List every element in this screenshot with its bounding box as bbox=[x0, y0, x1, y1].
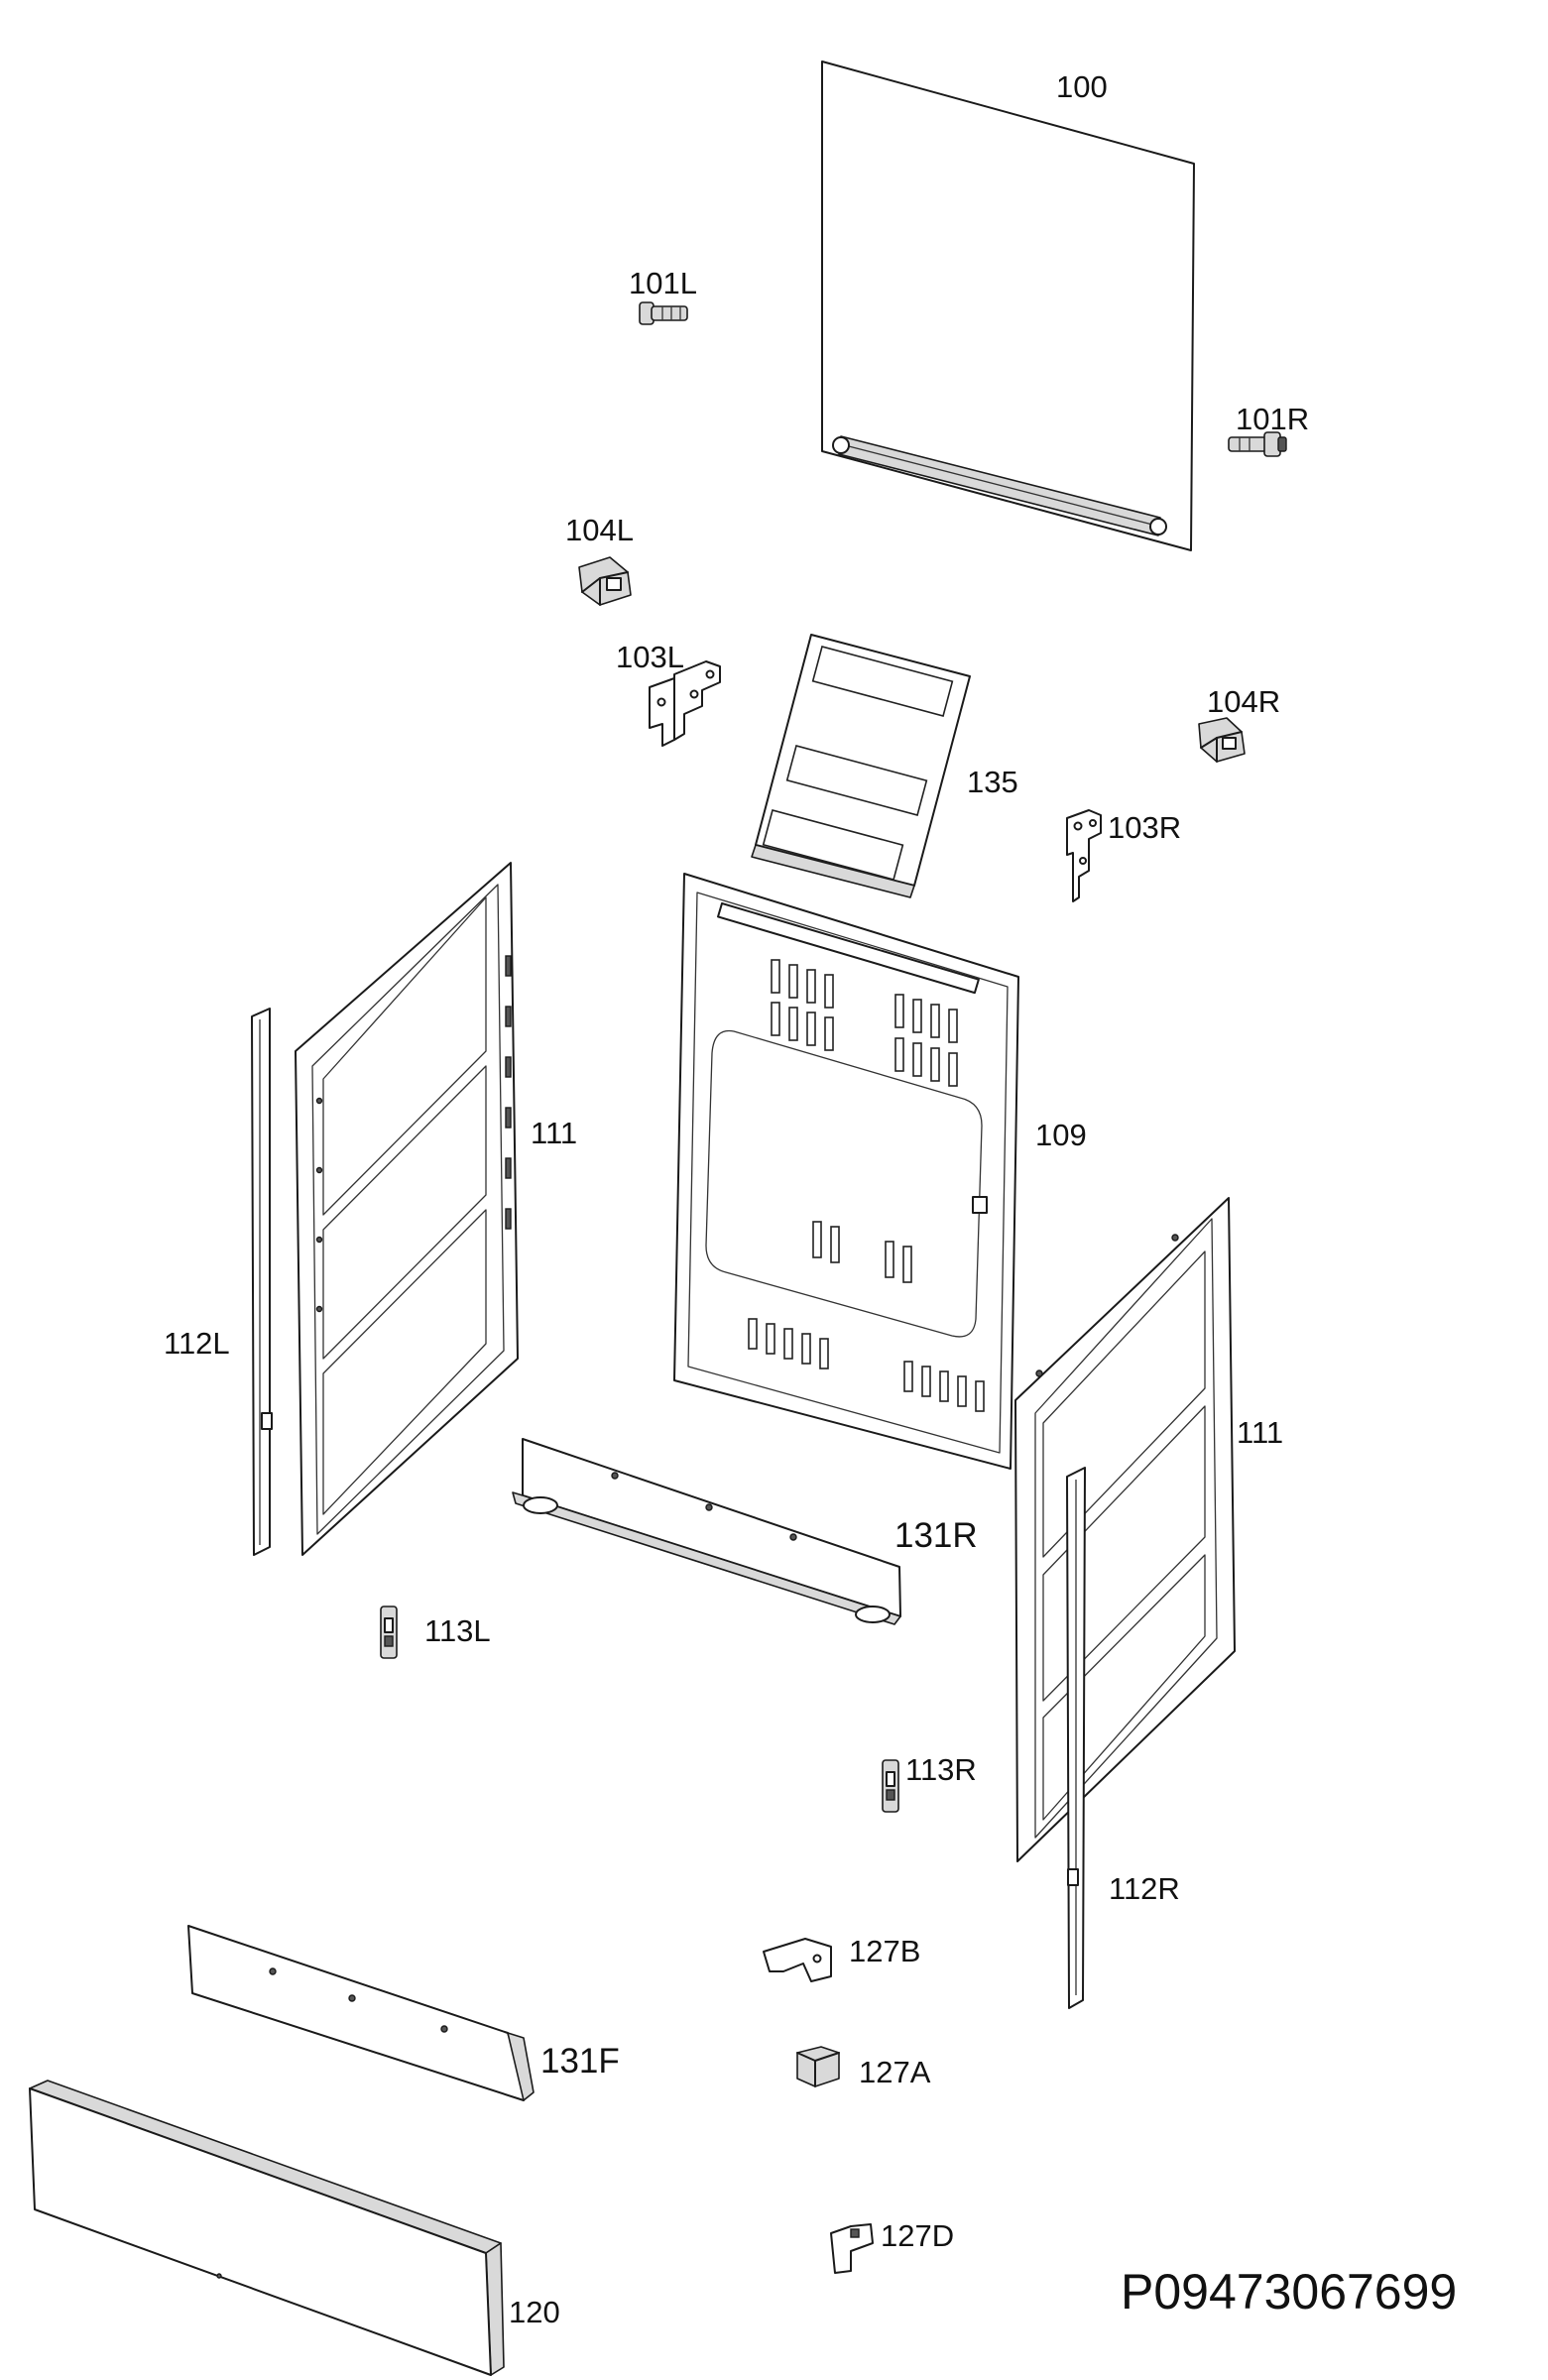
label-131R: 131R bbox=[894, 1516, 978, 1555]
label-101R: 101R bbox=[1236, 402, 1309, 436]
document-code: P09473067699 bbox=[1121, 2264, 1457, 2320]
label-113L: 113L bbox=[424, 1613, 491, 1648]
part-111-right-side-frame bbox=[1014, 1197, 1236, 1862]
label-104R: 104R bbox=[1207, 684, 1280, 719]
part-103R-bracket bbox=[1066, 809, 1102, 902]
part-101L-bolt bbox=[639, 301, 688, 325]
label-112R: 112R bbox=[1109, 1871, 1180, 1906]
label-111-left: 111 bbox=[531, 1116, 577, 1150]
part-127D-clip bbox=[830, 2223, 874, 2274]
label-127A: 127A bbox=[859, 2055, 931, 2089]
part-103L-bracket bbox=[649, 660, 721, 747]
label-120: 120 bbox=[509, 2295, 560, 2329]
part-120-front-plinth bbox=[29, 2080, 505, 2376]
label-104L: 104L bbox=[565, 513, 634, 547]
part-135-rear-bracket bbox=[751, 634, 971, 898]
label-100: 100 bbox=[1056, 69, 1108, 104]
part-104L-block bbox=[578, 556, 632, 606]
part-113R-latch bbox=[882, 1759, 899, 1813]
label-101L: 101L bbox=[629, 266, 697, 300]
part-100-top-panel bbox=[821, 60, 1195, 551]
part-112R-side-strip bbox=[1066, 1467, 1086, 2009]
part-109-back-panel bbox=[673, 873, 1019, 1470]
label-103L: 103L bbox=[616, 640, 684, 674]
label-127D: 127D bbox=[881, 2218, 954, 2253]
label-103R: 103R bbox=[1108, 810, 1181, 845]
part-113L-latch bbox=[380, 1606, 398, 1659]
label-109: 109 bbox=[1035, 1118, 1087, 1152]
part-101R-bolt bbox=[1228, 431, 1287, 457]
part-112L-side-strip bbox=[251, 1008, 273, 1556]
label-112L: 112L bbox=[164, 1326, 230, 1361]
part-131F-front-rail bbox=[187, 1925, 535, 2101]
vent-slots bbox=[748, 959, 985, 1412]
label-135: 135 bbox=[967, 765, 1018, 799]
part-131R-rear-rail bbox=[512, 1438, 901, 1625]
part-127B-bracket bbox=[763, 1938, 832, 1982]
label-111-right: 111 bbox=[1237, 1415, 1283, 1450]
part-111-left-side-frame bbox=[295, 862, 519, 1556]
part-104R-block bbox=[1198, 717, 1246, 763]
label-131F: 131F bbox=[540, 2042, 620, 2081]
label-127B: 127B bbox=[849, 1934, 920, 1968]
label-113R: 113R bbox=[905, 1752, 977, 1787]
part-127A-block bbox=[796, 2046, 840, 2087]
